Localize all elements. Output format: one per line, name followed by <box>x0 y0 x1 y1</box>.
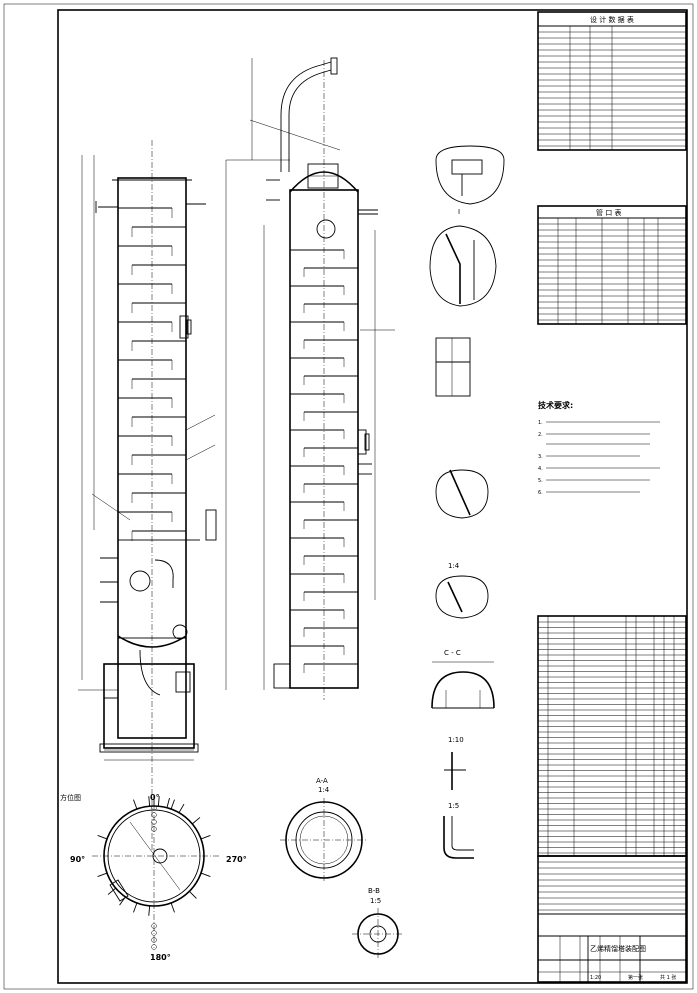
design-data-table: 设 计 数 据 表 <box>537 11 687 151</box>
drawing-total: 共 1 张 <box>660 974 676 981</box>
detail-ratio2-label: 1:10 <box>448 736 464 744</box>
tech-requirement-lines: 1. 2. 3. 4. 5. 6. <box>538 420 660 496</box>
parts-list <box>537 615 687 857</box>
orientation-nozzle-stub <box>97 835 108 840</box>
orientation-nozzle-stub <box>97 872 108 877</box>
bottom-nozzle-stack <box>151 930 157 936</box>
detail-ratio3-label: 1:5 <box>448 802 459 810</box>
technical-requirements: 技术要求: 1. 2. 3. 4. 5. 6. <box>538 400 660 496</box>
tech-req-item: 2. <box>538 432 543 438</box>
tech-req-item: 5. <box>538 478 543 484</box>
bottom-nozzle-stack <box>151 937 157 943</box>
orientation-view: 方位图 0° 90° 180° 270° <box>60 793 247 962</box>
bottom-nozzle-stack <box>151 923 157 929</box>
top-nozzle-stack <box>151 826 157 832</box>
orientation-nozzles <box>97 796 211 950</box>
orientation-nozzle-stub <box>170 799 175 810</box>
orientation-nozzle-stub <box>148 796 151 807</box>
tech-req-item: 6. <box>538 490 543 496</box>
drawing-sheet: 第一张 <box>628 974 643 981</box>
orientation-nozzle-stub <box>119 896 126 906</box>
title-block-rows <box>538 861 686 982</box>
orientation-nozzle-stub <box>189 891 197 899</box>
top-nozzle-stack <box>151 819 157 825</box>
section-a-a-label: A-A <box>316 777 328 785</box>
detail-i-label: I <box>458 208 460 216</box>
section-a-a: A-A 1:4 <box>280 777 368 882</box>
top-nozzle-stack <box>151 805 157 811</box>
orientation-label: 方位图 <box>60 793 81 802</box>
bottom-nozzle-stack <box>151 944 157 950</box>
detail-views: I 1:4 C - C 1:10 1:5 <box>429 145 505 859</box>
orientation-nozzle-stub <box>166 797 170 808</box>
orientation-180-label: 180° <box>150 953 171 962</box>
detail-ratio-label: 1:4 <box>448 562 460 570</box>
orientation-nozzle-stub <box>157 796 160 807</box>
orientation-nozzle-stub <box>133 902 138 913</box>
section-a-a-scale: 1:4 <box>318 786 330 794</box>
section-b-b-label: B-B <box>368 887 380 895</box>
tech-req-title: 技术要求: <box>538 400 573 410</box>
title-block: 乙烯精馏塔装配图 1:20 第一张 共 1 张 <box>537 855 687 983</box>
sheet-inner-border <box>57 9 688 984</box>
tech-req-item: 1. <box>538 420 543 426</box>
column-front-view <box>78 140 217 850</box>
drawing-scale: 1:20 <box>590 975 601 981</box>
drawing-name: 乙烯精馏塔装配图 <box>590 944 646 953</box>
orientation-nozzle-stub <box>133 799 138 810</box>
orientation-0-label: 0° <box>150 793 160 802</box>
nozzle-table: 管 口 表 <box>537 205 687 325</box>
column-side-view <box>225 57 395 700</box>
left-trays <box>118 207 186 541</box>
orientation-nozzle-stub <box>107 887 116 895</box>
design-table-rows <box>538 31 686 147</box>
top-nozzle-stack <box>151 812 157 818</box>
design-table-title: 设 计 数 据 表 <box>590 15 634 24</box>
orientation-nozzle-stub <box>192 817 201 825</box>
nozzle-table-rows <box>538 223 686 321</box>
section-b-b-scale: 1:5 <box>370 897 381 905</box>
section-b-b: B-B 1:5 <box>352 887 404 958</box>
right-trays <box>290 249 358 673</box>
orientation-90-label: 90° <box>70 855 85 864</box>
orientation-nozzle-stub <box>148 905 151 916</box>
orientation-nozzle-stub <box>178 803 185 813</box>
nozzle-table-title: 管 口 表 <box>596 208 621 217</box>
parts-list-rows <box>538 621 686 854</box>
tech-req-item: 3. <box>538 454 543 460</box>
sheet-outer-border <box>3 3 694 990</box>
tech-req-item: 4. <box>538 466 543 472</box>
section-c-c-label: C - C <box>444 649 461 657</box>
orientation-nozzle-stub <box>170 902 175 913</box>
orientation-nozzle-stub <box>200 872 211 877</box>
orientation-270-label: 270° <box>226 855 247 864</box>
orientation-nozzle-stub <box>200 835 211 840</box>
